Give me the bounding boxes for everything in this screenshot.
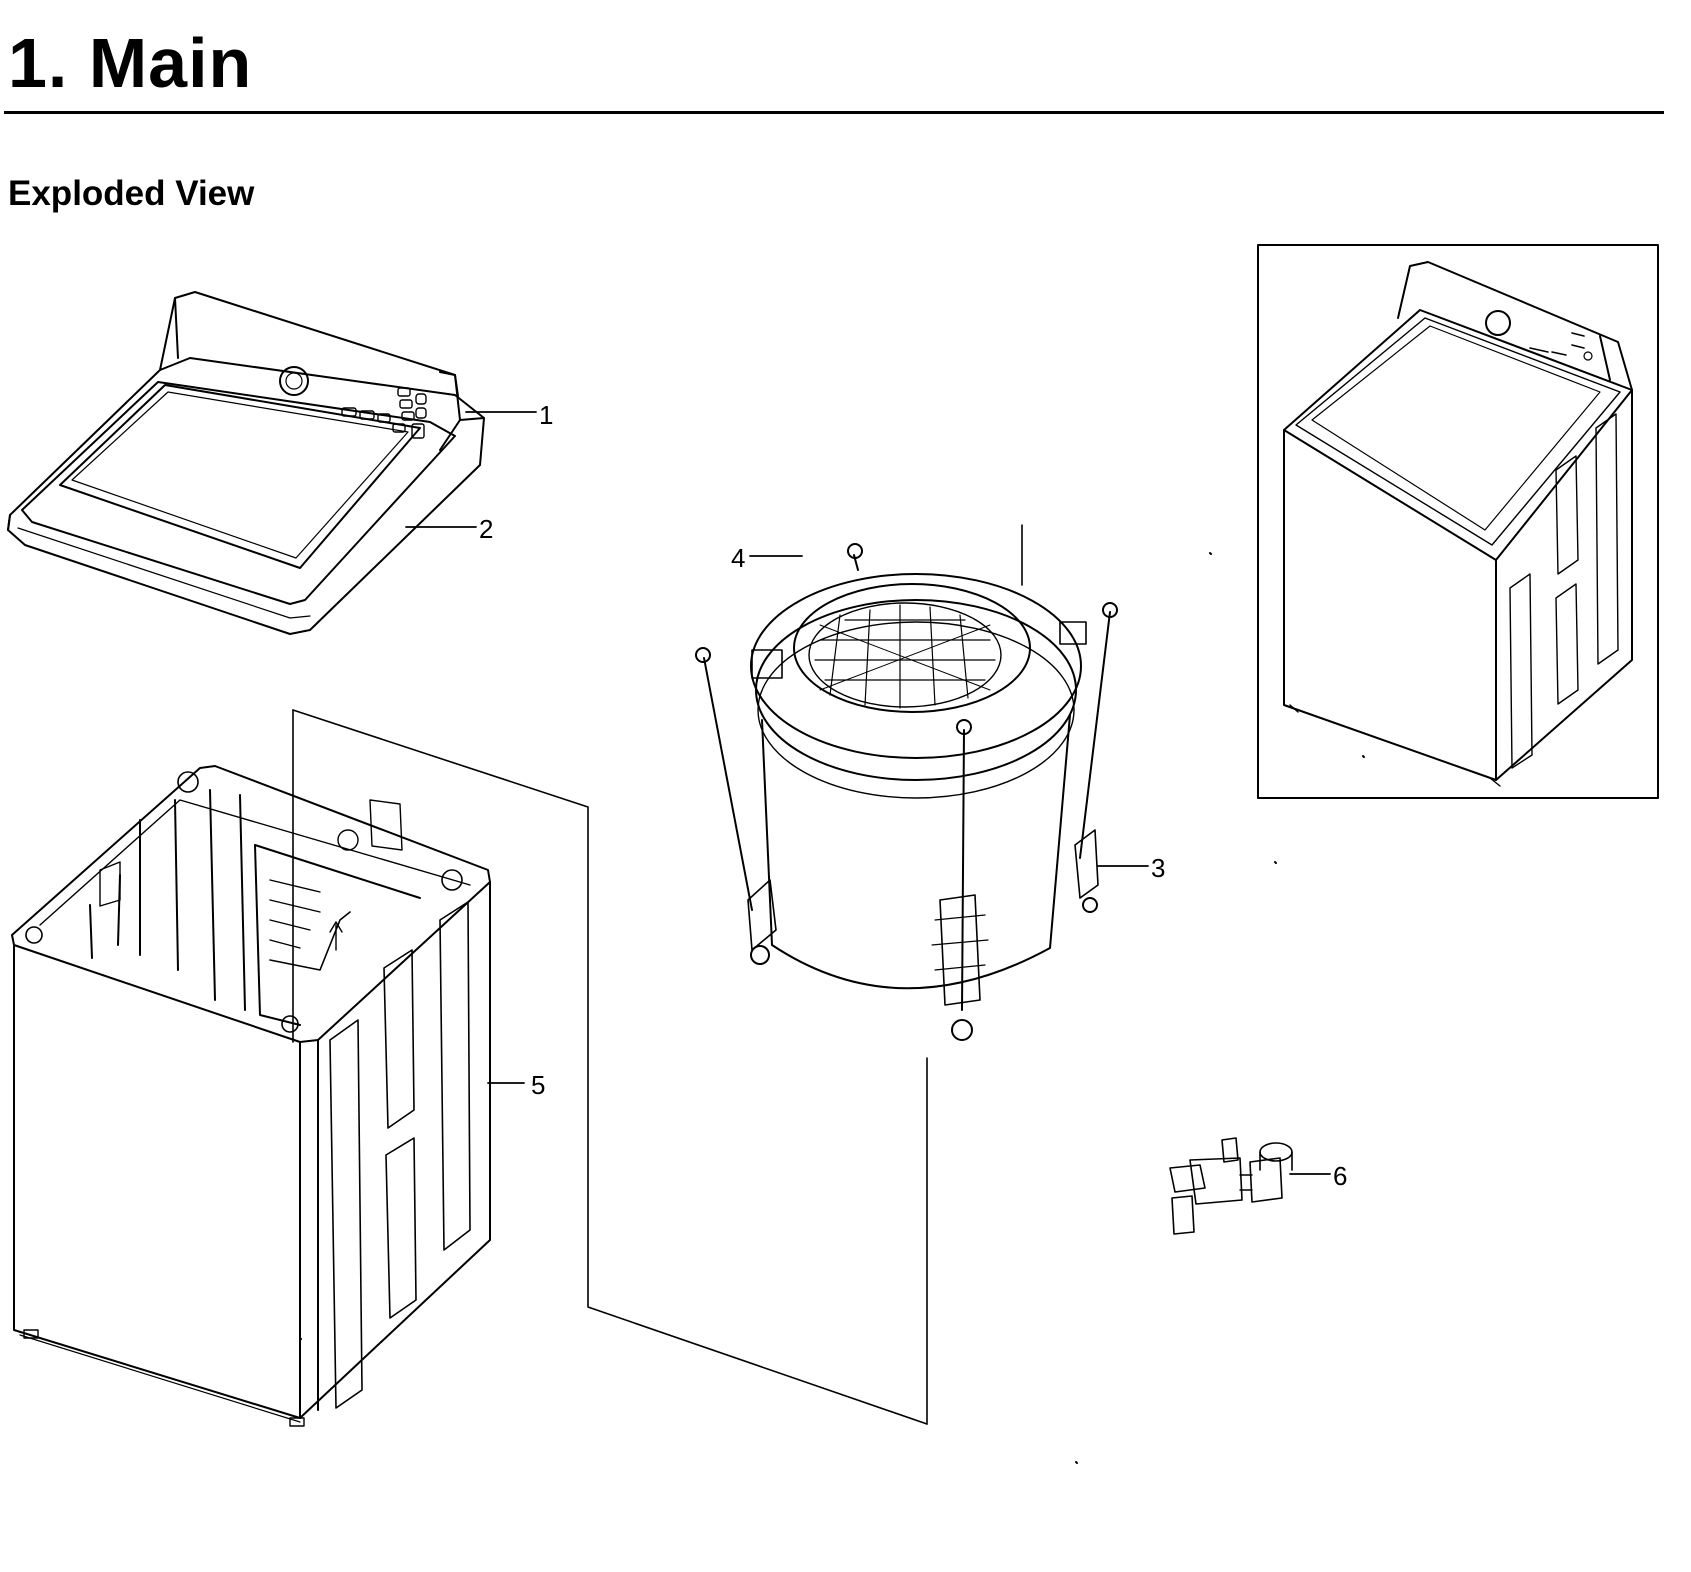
callout-2: 2 [479,514,493,544]
tub-assembly-part [695,524,1118,1041]
scan-specks [299,552,1365,1464]
cabinet-part [11,765,491,1427]
assembly-frame-lines [292,709,928,1425]
assembled-washer-inset [1257,244,1659,799]
title-divider [4,111,1664,114]
callout-5: 5 [531,1070,545,1100]
callout-leaders [405,411,1331,1175]
callout-3: 3 [1151,853,1165,883]
callout-labels: 1 2 3 4 5 6 [479,400,1347,1191]
callout-1: 1 [539,400,553,430]
page-title: 1. Main [8,24,253,102]
drain-pump-part [1169,1137,1293,1235]
callout-4: 4 [731,543,745,573]
section-subtitle: Exploded View [8,174,255,213]
top-cover-part [7,291,485,635]
callout-6: 6 [1333,1161,1347,1191]
